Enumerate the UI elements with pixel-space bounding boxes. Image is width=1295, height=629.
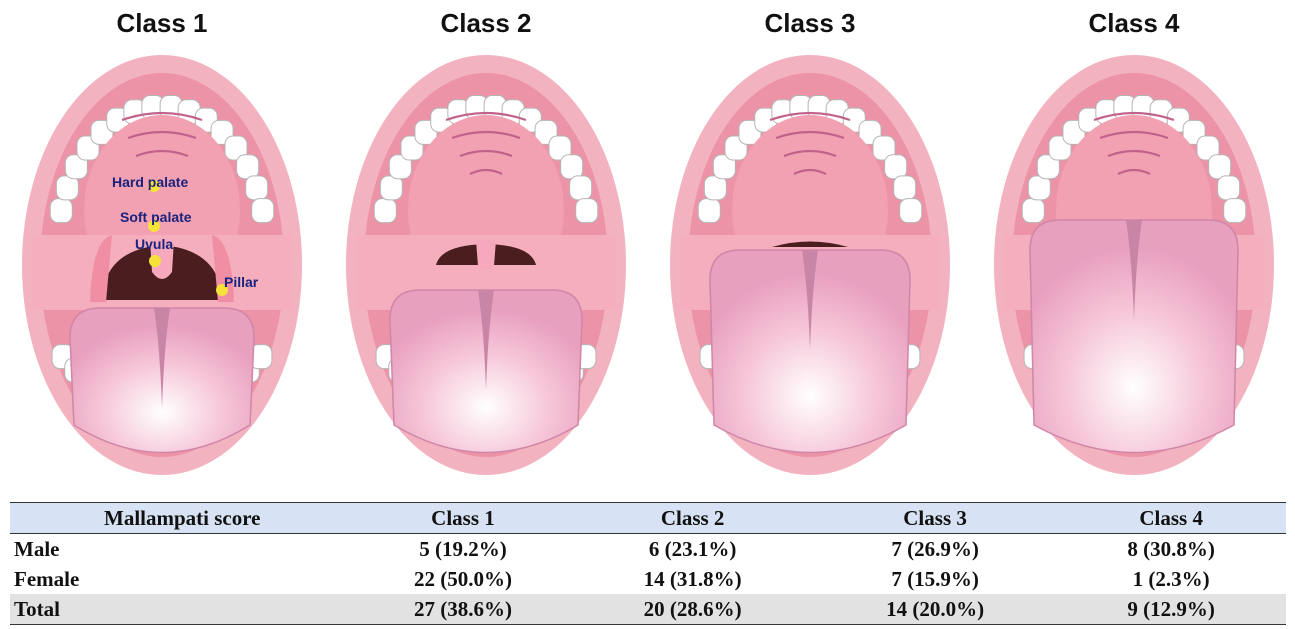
- panel-class-3: Class 3: [648, 0, 972, 490]
- tooth: [900, 199, 922, 223]
- table-cell: 9 (12.9%): [1056, 594, 1286, 625]
- panel-title: Class 2: [324, 8, 648, 39]
- mouth-illustration-class-1: [0, 40, 324, 485]
- header-class-1: Class 1: [355, 503, 572, 534]
- tooth: [561, 155, 583, 179]
- table-header-row: Mallampati score Class 1 Class 2 Class 3…: [10, 503, 1286, 534]
- header-class-3: Class 3: [814, 503, 1056, 534]
- table-cell: 14 (20.0%): [814, 594, 1056, 625]
- tooth: [56, 176, 78, 200]
- table-row-total: Total 27 (38.6%) 20 (28.6%) 14 (20.0%) 9…: [10, 594, 1286, 625]
- row-label: Male: [10, 534, 355, 565]
- tooth: [1022, 199, 1044, 223]
- mouth-illustration-class-2: [324, 40, 648, 485]
- panel-class-2: Class 2: [324, 0, 648, 490]
- panel-class-4: Class 4: [972, 0, 1295, 490]
- tooth: [50, 199, 72, 223]
- mallampati-score-table: Mallampati score Class 1 Class 2 Class 3…: [10, 502, 1286, 625]
- uvula: [476, 240, 496, 270]
- tooth: [570, 176, 592, 200]
- tooth: [237, 155, 259, 179]
- row-label: Total: [10, 594, 355, 625]
- tooth: [252, 199, 274, 223]
- soft-palate-label: Soft palate: [120, 209, 192, 225]
- table-row-female: Female 22 (50.0%) 14 (31.8%) 7 (15.9%) 1…: [10, 564, 1286, 594]
- header-class-2: Class 2: [571, 503, 813, 534]
- table-cell: 27 (38.6%): [355, 594, 572, 625]
- hard-palate-label: Hard palate: [112, 174, 188, 190]
- tooth: [246, 176, 268, 200]
- table-cell: 14 (31.8%): [571, 564, 813, 594]
- table-cell: 20 (28.6%): [571, 594, 813, 625]
- header-mallampati-score: Mallampati score: [10, 503, 355, 534]
- table-cell: 6 (23.1%): [571, 534, 813, 565]
- table-cell: 7 (26.9%): [814, 534, 1056, 565]
- panel-title: Class 1: [0, 8, 324, 39]
- table-cell: 7 (15.9%): [814, 564, 1056, 594]
- panel-title: Class 3: [648, 8, 972, 39]
- tooth: [576, 199, 598, 223]
- table-cell: 5 (19.2%): [355, 534, 572, 565]
- table-cell: 1 (2.3%): [1056, 564, 1286, 594]
- row-label: Female: [10, 564, 355, 594]
- mouth-illustration-class-4: [972, 40, 1295, 485]
- panel-class-1: Class 1 Hard palate Soft palate Uvula Pi…: [0, 0, 324, 490]
- tooth: [704, 176, 726, 200]
- tooth: [1224, 199, 1246, 223]
- uvula-label: Uvula: [135, 236, 173, 252]
- table-row-male: Male 5 (19.2%) 6 (23.1%) 7 (26.9%) 8 (30…: [10, 534, 1286, 565]
- mouth-illustration-class-3: [648, 40, 972, 485]
- tooth: [1218, 176, 1240, 200]
- table-cell: 8 (30.8%): [1056, 534, 1286, 565]
- tooth: [1028, 176, 1050, 200]
- pillar-label: Pillar: [224, 274, 258, 290]
- tooth: [1209, 155, 1231, 179]
- tooth: [698, 199, 720, 223]
- header-class-4: Class 4: [1056, 503, 1286, 534]
- tooth: [894, 176, 916, 200]
- panel-title: Class 4: [972, 8, 1295, 39]
- tooth: [380, 176, 402, 200]
- table-cell: 22 (50.0%): [355, 564, 572, 594]
- tooth: [374, 199, 396, 223]
- uvula-marker: [149, 255, 161, 267]
- tooth: [885, 155, 907, 179]
